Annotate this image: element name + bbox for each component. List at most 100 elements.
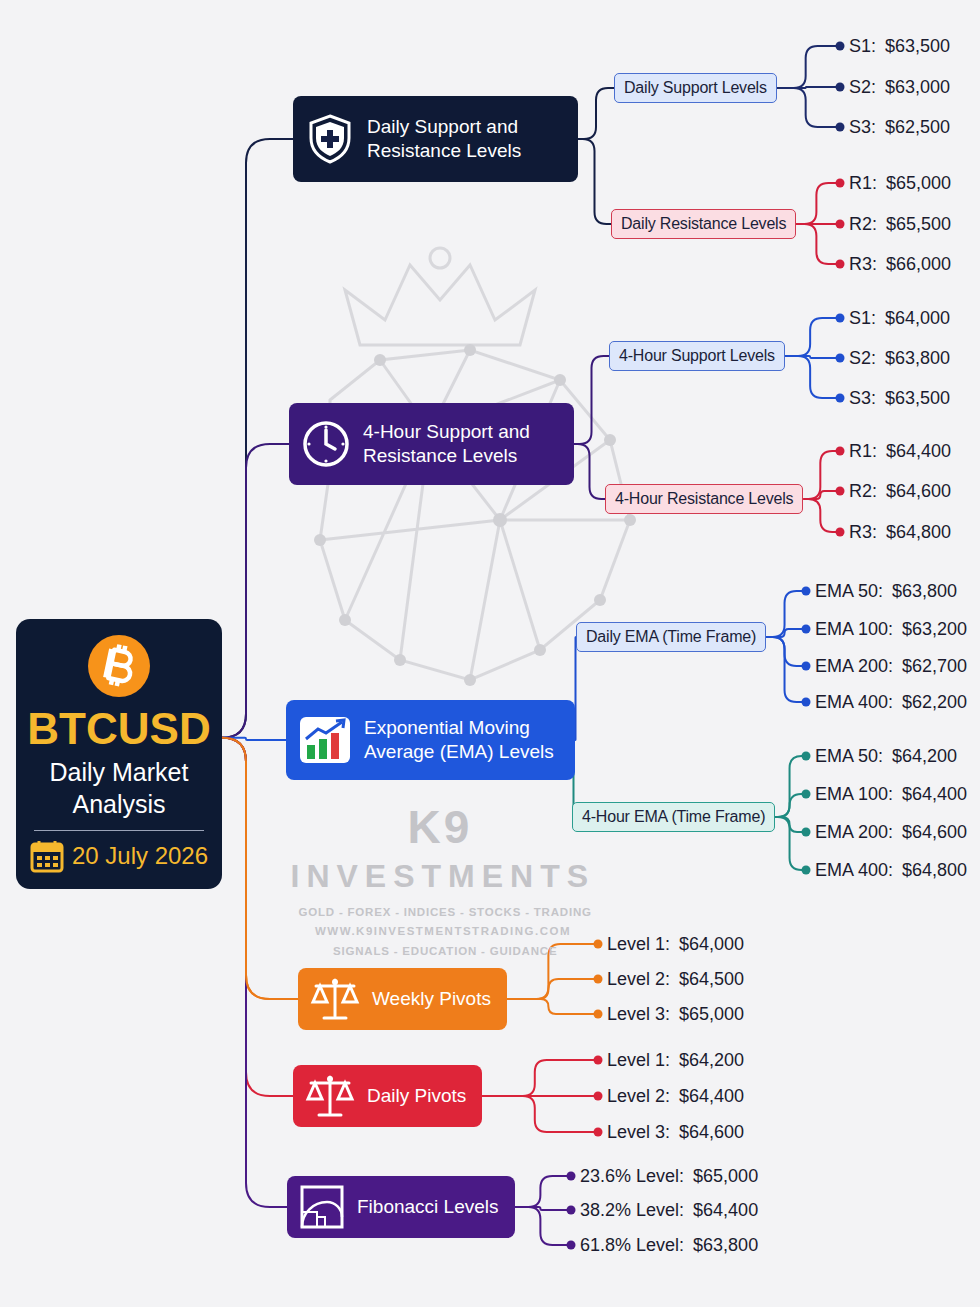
bullet-dot: [802, 790, 811, 799]
bullet-dot: [567, 1206, 576, 1215]
level-value: $64,600: [886, 481, 951, 502]
level-name: EMA 400:: [815, 860, 893, 881]
bullet-dot: [802, 752, 811, 761]
level-item: S3:$62,500: [849, 117, 950, 138]
branch-connector: [222, 139, 293, 738]
bullet-dot: [567, 1241, 576, 1250]
level-item: R3:$66,000: [849, 254, 951, 275]
level-item: Level 1:$64,200: [607, 1050, 744, 1071]
level-item: Level 3:$65,000: [607, 1004, 744, 1025]
category-box: Daily Pivots: [293, 1065, 482, 1127]
bitcoin-logo: [86, 633, 152, 699]
bullet-dot: [594, 940, 603, 949]
bullet-dot: [802, 828, 811, 837]
divider-line: [34, 830, 204, 831]
level-name: EMA 400:: [815, 692, 893, 713]
bullet-dot: [802, 662, 811, 671]
level-value: $63,500: [885, 36, 950, 57]
bullet-dot: [802, 698, 811, 707]
category-box: 4-Hour Support and Resistance Levels: [289, 403, 574, 485]
connector-line: [507, 999, 599, 1014]
level-name: EMA 200:: [815, 656, 893, 677]
branch-connector: [777, 88, 845, 132]
level-value: $65,500: [886, 214, 951, 235]
level-name: EMA 200:: [815, 822, 893, 843]
level-name: S1:: [849, 308, 876, 329]
level-value: $63,800: [885, 348, 950, 369]
level-item: EMA 100:$64,400: [815, 784, 967, 805]
branch-connector: [578, 88, 614, 139]
level-item: Level 3:$64,600: [607, 1122, 744, 1143]
branch-connector: [222, 738, 298, 999]
subtitle-text: Daily Market Analysis: [26, 757, 212, 820]
level-item: EMA 100:$63,200: [815, 619, 967, 640]
bullet-dot: [567, 1172, 576, 1181]
calendar-icon: [30, 839, 64, 873]
branch-connector: [775, 752, 810, 818]
level-item: S2:$63,800: [849, 348, 950, 369]
branch-connector: [515, 1207, 576, 1250]
connector-line: [777, 46, 841, 88]
branch-connector: [507, 975, 603, 1000]
timeframe-box: 4-Hour Support Levels: [609, 341, 785, 371]
level-item: 38.2% Level:$64,400: [580, 1200, 758, 1221]
connector-line: [578, 139, 611, 224]
watermark-text: SIGNALS - EDUCATION - GUIDANCE: [333, 945, 557, 957]
level-name: Level 1:: [607, 1050, 670, 1071]
branch-connector: [803, 447, 844, 500]
connector-line: [222, 738, 298, 999]
branch-connector: [578, 139, 611, 224]
level-item: 61.8% Level:$63,800: [580, 1235, 758, 1256]
level-name: S2:: [849, 77, 876, 98]
connector-line: [515, 1176, 572, 1207]
branch-connector: [775, 817, 810, 837]
category-icon: [298, 715, 352, 765]
connector-line: [796, 224, 841, 264]
bullet-dot: [594, 1128, 603, 1137]
level-item: S3: $63,500: [849, 388, 950, 409]
branch-connector: [775, 790, 810, 818]
level-value: $64,400: [679, 1086, 744, 1107]
level-value: $64,400: [886, 441, 951, 462]
level-item: S1:$64,000: [849, 308, 950, 329]
date-text: 20 July 2026: [72, 842, 208, 870]
bullet-dot: [836, 528, 845, 537]
branch-connector: [575, 637, 576, 740]
level-item: R2: $64,600: [849, 481, 951, 502]
bullet-dot: [836, 354, 845, 363]
level-value: $63,800: [892, 581, 957, 602]
level-name: R1:: [849, 173, 877, 194]
category-text: Daily Support and Resistance Levels: [367, 115, 562, 163]
category-text: Fibonacci Levels: [357, 1195, 499, 1219]
bullet-dot: [836, 179, 845, 188]
branch-connector: [766, 637, 810, 671]
branch-connector: [482, 1096, 602, 1137]
connector-line: [775, 817, 807, 870]
level-item: Level 2: $64,400: [607, 1086, 744, 1107]
timeframe-text: 4-Hour EMA (Time Frame): [582, 808, 765, 825]
level-name: Level 1:: [607, 934, 670, 955]
connector-line: [777, 88, 841, 127]
branch-connector: [803, 487, 844, 500]
bullet-dot: [836, 487, 845, 496]
bullet-dot: [836, 394, 845, 403]
branch-connector: [803, 499, 844, 537]
level-value: $63,500: [885, 388, 950, 409]
category-box: Daily Support and Resistance Levels: [293, 96, 578, 182]
connector-line: [507, 979, 599, 999]
category-box: Weekly Pivots: [298, 968, 507, 1030]
level-name: 23.6% Level:: [580, 1166, 684, 1187]
level-name: EMA 100:: [815, 784, 893, 805]
level-name: Level 2:: [607, 1086, 670, 1107]
bullet-dot: [836, 447, 845, 456]
branch-connector: [222, 444, 289, 738]
level-item: S1:$63,500: [849, 36, 950, 57]
level-item: 23.6% Level:$65,000: [580, 1166, 758, 1187]
bullet-dot: [594, 975, 603, 984]
level-name: Level 3:: [607, 1004, 670, 1025]
level-name: S3:: [849, 388, 876, 409]
level-name: R2:: [849, 481, 877, 502]
level-value: $64,600: [679, 1122, 744, 1143]
branch-connector: [222, 738, 293, 1096]
